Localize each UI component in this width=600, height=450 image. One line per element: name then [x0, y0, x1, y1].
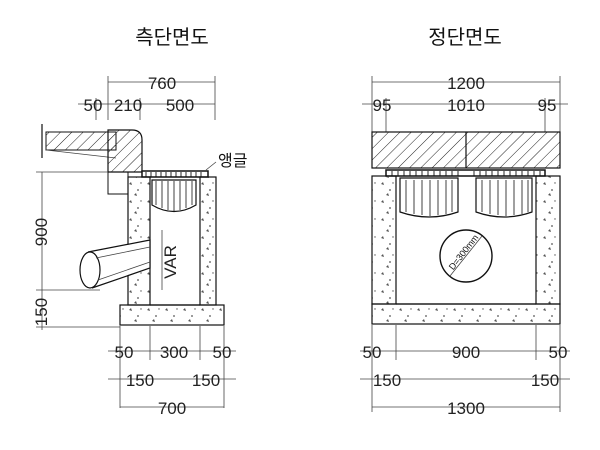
- dim-side-a: 50: [84, 96, 103, 115]
- front-top-dimensions: 1200 95 1010 95: [362, 74, 568, 132]
- dim-front-bottom-d: 150: [373, 371, 401, 390]
- angle-label: 앵글: [218, 151, 247, 170]
- dim-side-total-base: 700: [158, 399, 186, 418]
- dim-side-c: 500: [166, 96, 194, 115]
- dim-front-bottom-c: 50: [549, 343, 568, 362]
- dim-side-height: 900: [32, 218, 51, 246]
- curb-base: [107, 171, 129, 195]
- dim-side-bottom-c: 50: [213, 343, 232, 362]
- outlet-pipe: [87, 239, 151, 289]
- dim-front-total-base: 1300: [447, 399, 485, 418]
- dim-front-c: 95: [538, 96, 557, 115]
- side-bottom-dimensions: 50 300 50 150 150 700: [108, 326, 236, 418]
- side-base-slab: [119, 304, 225, 326]
- front-section: 정단면도 1200 95 1010 95: [360, 25, 570, 418]
- front-wall-right: [535, 175, 561, 305]
- curb-stone: [107, 129, 143, 173]
- side-section-title: 측단면도: [135, 25, 209, 49]
- dim-front-bottom-e: 150: [531, 371, 559, 390]
- front-bottom-dimensions: 50 900 50 150 150 1300: [360, 325, 570, 418]
- front-base-slab: [371, 303, 561, 325]
- front-wall-left: [371, 175, 397, 305]
- pavement: [45, 131, 117, 151]
- dim-front-b: 1010: [447, 96, 485, 115]
- dim-front-a: 95: [373, 96, 392, 115]
- side-top-dimensions: 760 50 210 500: [78, 74, 216, 120]
- var-label: VAR: [161, 245, 180, 279]
- dim-front-bottom-a: 50: [363, 343, 382, 362]
- dim-side-b: 210: [114, 96, 142, 115]
- side-section: 측단면도 760 50 210 500 앵글: [32, 25, 247, 418]
- dim-side-bottom-b: 300: [160, 343, 188, 362]
- dim-side-bottom-e: 150: [192, 371, 220, 390]
- front-section-title: 정단면도: [428, 25, 502, 49]
- grate-frame: [141, 170, 209, 178]
- dim-side-total-width: 760: [148, 74, 176, 93]
- front-basket-right: [475, 177, 533, 218]
- front-basket-left: [399, 177, 459, 218]
- dim-front-bottom-b: 900: [452, 343, 480, 362]
- dim-side-bottom-d: 150: [126, 371, 154, 390]
- front-grate: [385, 169, 546, 177]
- side-left-dimensions: 900 150: [32, 171, 120, 330]
- dim-side-base: 150: [32, 298, 51, 326]
- dim-front-total-width: 1200: [447, 74, 485, 93]
- side-wall-right: [199, 176, 217, 306]
- dim-side-bottom-a: 50: [115, 343, 134, 362]
